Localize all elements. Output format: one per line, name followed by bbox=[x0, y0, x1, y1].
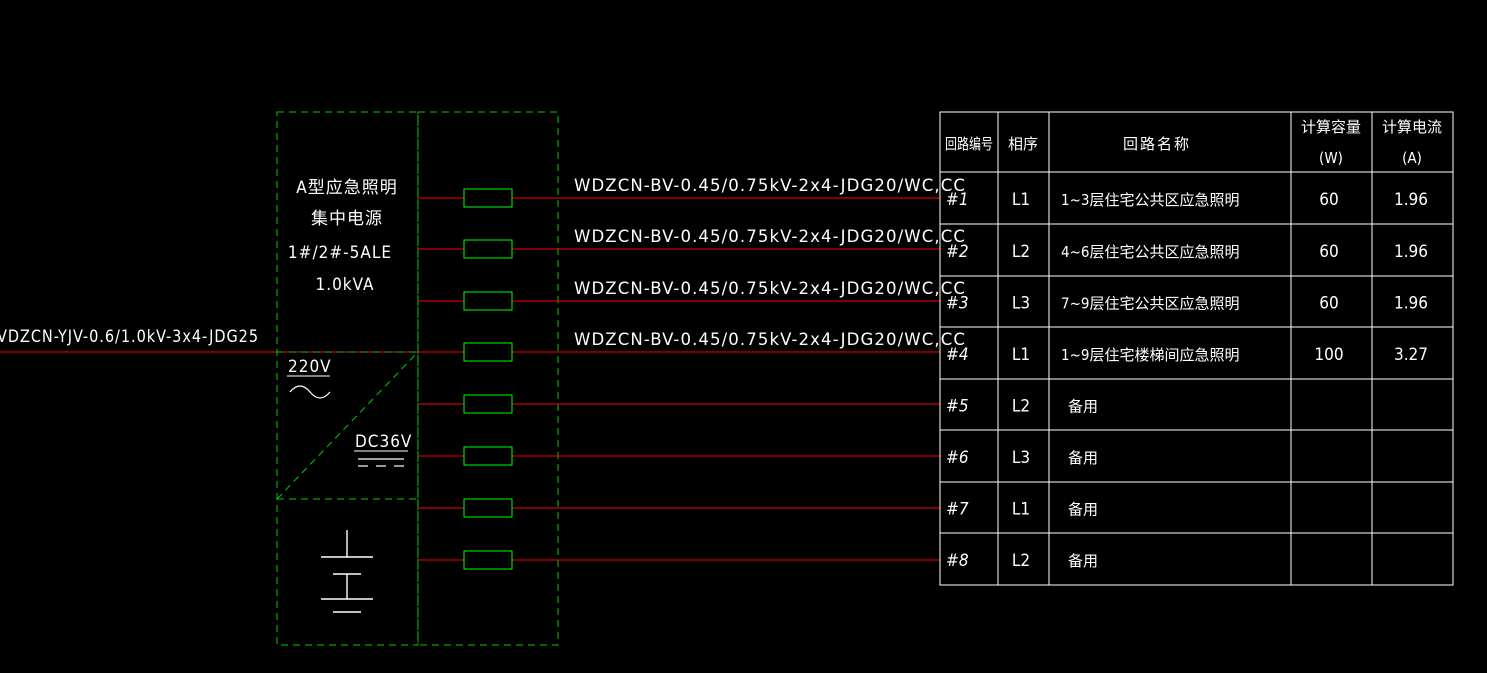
cell-circuit-no: #7 bbox=[946, 500, 969, 520]
cell-current: 3.27 bbox=[1394, 345, 1428, 365]
panel-subtitle: 集中电源 bbox=[311, 209, 383, 229]
table-row: #7 L1 备用 bbox=[946, 500, 1098, 520]
ac-dc-converter-diagonal bbox=[276, 351, 419, 500]
feeder-circuit bbox=[418, 394, 940, 414]
table-header: 回路编号 相序 回路名称 计算容量 (W) 计算电流 (A) bbox=[945, 118, 1442, 167]
panel-rating: 1.0kVA bbox=[315, 275, 374, 295]
cell-phase: L1 bbox=[1012, 345, 1030, 365]
feeder-circuits: WDZCN-BV-0.45/0.75kV-2x4-JDG20/WC,CC WDZC… bbox=[418, 176, 966, 570]
cell-circuit-no: #2 bbox=[946, 242, 969, 262]
cell-circuit-no: #1 bbox=[946, 190, 969, 210]
breaker-icon bbox=[463, 291, 513, 311]
cell-power: 60 bbox=[1319, 242, 1338, 262]
power-supply-panel bbox=[276, 111, 559, 646]
breaker-icon bbox=[463, 342, 513, 362]
feeder-cable-label: WDZCN-BV-0.45/0.75kV-2x4-JDG20/WC,CC bbox=[574, 330, 966, 350]
cell-phase: L1 bbox=[1012, 190, 1030, 210]
cell-phase: L2 bbox=[1012, 551, 1030, 571]
ac-wave-icon bbox=[289, 385, 331, 399]
breaker-icon bbox=[463, 188, 513, 208]
table-row: #6 L3 备用 bbox=[946, 448, 1098, 468]
breaker-icon bbox=[463, 550, 513, 570]
cell-phase: L1 bbox=[1012, 500, 1030, 520]
battery-icon bbox=[321, 530, 373, 613]
header-current-unit: (A) bbox=[1402, 149, 1422, 167]
cell-power: 60 bbox=[1319, 190, 1338, 210]
table-row: #2 L2 4~6层住宅公共区应急照明 60 1.96 bbox=[946, 242, 1428, 262]
feeder-cable-label: WDZCN-BV-0.45/0.75kV-2x4-JDG20/WC,CC bbox=[574, 176, 966, 196]
cell-circuit-name: 备用 bbox=[1068, 501, 1098, 519]
ac-voltage-label: 220V bbox=[288, 357, 332, 377]
cell-power: 100 bbox=[1314, 345, 1343, 365]
breaker-icon bbox=[463, 394, 513, 414]
table-row: #3 L3 7~9层住宅公共区应急照明 60 1.96 bbox=[946, 294, 1428, 314]
cell-power: 60 bbox=[1319, 294, 1338, 314]
breaker-icon bbox=[463, 239, 513, 259]
header-circuit-name: 回路名称 bbox=[1123, 135, 1191, 153]
cell-circuit-name: 1~3层住宅公共区应急照明 bbox=[1061, 191, 1239, 209]
cell-circuit-name: 4~6层住宅公共区应急照明 bbox=[1061, 243, 1239, 261]
cell-circuit-name: 1~9层住宅楼梯间应急照明 bbox=[1061, 346, 1239, 364]
breaker-icon bbox=[463, 498, 513, 518]
header-power-unit: (W) bbox=[1319, 149, 1343, 167]
feeder-cable-label: WDZCN-BV-0.45/0.75kV-2x4-JDG20/WC,CC bbox=[574, 227, 966, 247]
table-row: #5 L2 备用 bbox=[946, 397, 1098, 417]
cell-phase: L3 bbox=[1012, 294, 1030, 314]
panel-code: 1#/2#-5ALE bbox=[288, 243, 392, 263]
cell-circuit-name: 备用 bbox=[1068, 449, 1098, 467]
cell-circuit-name: 备用 bbox=[1068, 398, 1098, 416]
header-phase: 相序 bbox=[1008, 135, 1038, 153]
cell-phase: L2 bbox=[1012, 242, 1030, 262]
panel-labels: A型应急照明 集中电源 1#/2#-5ALE 1.0kVA 220V DC36V bbox=[287, 178, 412, 613]
feeder-circuit bbox=[418, 550, 940, 570]
feeder-circuit: WDZCN-BV-0.45/0.75kV-2x4-JDG20/WC,CC bbox=[418, 279, 966, 311]
header-power: 计算容量 bbox=[1301, 118, 1361, 136]
header-circuit-no: 回路编号 bbox=[945, 135, 993, 153]
feeder-cable-label: WDZCN-BV-0.45/0.75kV-2x4-JDG20/WC,CC bbox=[574, 279, 966, 299]
table-row: #1 L1 1~3层住宅公共区应急照明 60 1.96 bbox=[946, 190, 1428, 210]
header-current: 计算电流 bbox=[1382, 118, 1442, 136]
incoming-cable-label: VDZCN-YJV-0.6/1.0kV-3x4-JDG25 bbox=[0, 327, 259, 347]
cell-circuit-no: #6 bbox=[946, 448, 969, 468]
feeder-circuit bbox=[418, 498, 940, 518]
table-row: #4 L1 1~9层住宅楼梯间应急照明 100 3.27 bbox=[946, 345, 1428, 365]
cell-current: 1.96 bbox=[1394, 294, 1428, 314]
panel-left-box bbox=[276, 111, 419, 646]
incoming-supply: VDZCN-YJV-0.6/1.0kV-3x4-JDG25 bbox=[0, 327, 418, 353]
cell-circuit-no: #8 bbox=[946, 551, 969, 571]
cell-circuit-no: #5 bbox=[946, 397, 969, 417]
cell-circuit-name: 7~9层住宅公共区应急照明 bbox=[1061, 295, 1239, 313]
cell-phase: L2 bbox=[1012, 397, 1030, 417]
dc-voltage-label: DC36V bbox=[355, 432, 412, 452]
cell-current: 1.96 bbox=[1394, 242, 1428, 262]
cell-circuit-no: #3 bbox=[946, 294, 969, 314]
cell-circuit-name: 备用 bbox=[1068, 552, 1098, 570]
dc-symbol-icon bbox=[358, 458, 404, 467]
breaker-icon bbox=[463, 446, 513, 466]
panel-title: A型应急照明 bbox=[296, 178, 397, 198]
cell-current: 1.96 bbox=[1394, 190, 1428, 210]
feeder-circuit: WDZCN-BV-0.45/0.75kV-2x4-JDG20/WC,CC bbox=[418, 227, 966, 259]
cell-circuit-no: #4 bbox=[946, 345, 969, 365]
feeder-circuit: WDZCN-BV-0.45/0.75kV-2x4-JDG20/WC,CC bbox=[418, 176, 966, 208]
feeder-circuit bbox=[418, 446, 940, 466]
feeder-circuit: WDZCN-BV-0.45/0.75kV-2x4-JDG20/WC,CC bbox=[418, 330, 966, 362]
table-row: #8 L2 备用 bbox=[946, 551, 1098, 571]
table-grid bbox=[939, 111, 1454, 586]
cell-phase: L3 bbox=[1012, 448, 1030, 468]
